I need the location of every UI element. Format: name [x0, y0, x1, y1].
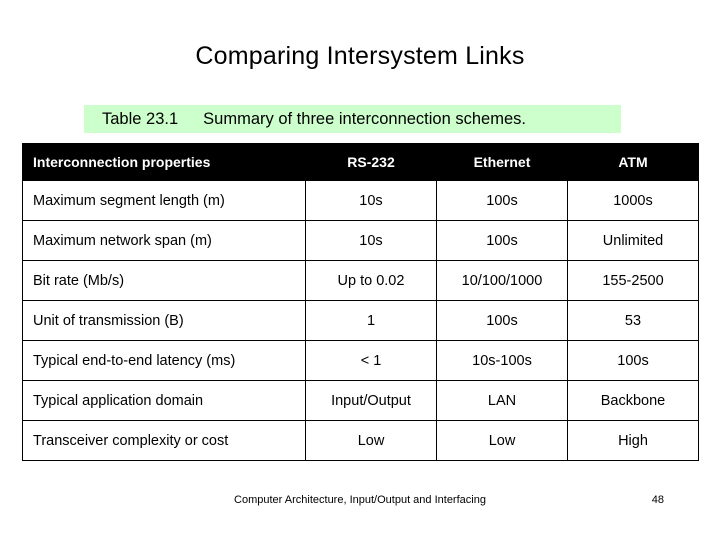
cell-rs232: 1 — [305, 300, 437, 341]
table-row: Transceiver complexity or cost Low Low H… — [22, 420, 699, 461]
column-header-rs232: RS-232 — [305, 143, 437, 181]
cell-property: Maximum segment length (m) — [22, 180, 306, 221]
cell-property: Transceiver complexity or cost — [22, 420, 306, 461]
cell-atm: High — [567, 420, 699, 461]
cell-property: Unit of transmission (B) — [22, 300, 306, 341]
cell-property: Bit rate (Mb/s) — [22, 260, 306, 301]
table-caption-band: Table 23.1 Summary of three interconnect… — [84, 105, 621, 133]
column-header-properties: Interconnection properties — [22, 143, 306, 181]
cell-ethernet: LAN — [436, 380, 568, 421]
cell-atm: 53 — [567, 300, 699, 341]
cell-ethernet: 100s — [436, 300, 568, 341]
cell-rs232: 10s — [305, 220, 437, 261]
footer-page-number: 48 — [651, 494, 664, 506]
footer-text: Computer Architecture, Input/Output and … — [234, 494, 486, 506]
table-row: Maximum segment length (m) 10s 100s 1000… — [22, 180, 699, 221]
cell-property: Typical end-to-end latency (ms) — [22, 340, 306, 381]
comparison-table: Interconnection properties RS-232 Ethern… — [22, 143, 699, 461]
table-row: Unit of transmission (B) 1 100s 53 — [22, 300, 699, 341]
cell-rs232: < 1 — [305, 340, 437, 381]
column-header-ethernet: Ethernet — [436, 143, 568, 181]
table-caption-label: Table 23.1 — [102, 109, 179, 128]
table-caption-text: Summary of three interconnection schemes… — [203, 109, 526, 128]
table-row: Typical application domain Input/Output … — [22, 380, 699, 421]
cell-atm: 100s — [567, 340, 699, 381]
table-row: Maximum network span (m) 10s 100s Unlimi… — [22, 220, 699, 261]
cell-ethernet: Low — [436, 420, 568, 461]
cell-ethernet: 10s-100s — [436, 340, 568, 381]
cell-rs232: Low — [305, 420, 437, 461]
cell-property: Maximum network span (m) — [22, 220, 306, 261]
cell-property: Typical application domain — [22, 380, 306, 421]
table-body: Maximum segment length (m) 10s 100s 1000… — [22, 180, 699, 461]
cell-ethernet: 100s — [436, 220, 568, 261]
cell-ethernet: 10/100/1000 — [436, 260, 568, 301]
cell-atm: 1000s — [567, 180, 699, 221]
cell-atm: Backbone — [567, 380, 699, 421]
cell-rs232: Up to 0.02 — [305, 260, 437, 301]
cell-atm: 155-2500 — [567, 260, 699, 301]
column-header-atm: ATM — [567, 143, 699, 181]
table-row: Bit rate (Mb/s) Up to 0.02 10/100/1000 1… — [22, 260, 699, 301]
cell-atm: Unlimited — [567, 220, 699, 261]
cell-rs232: 10s — [305, 180, 437, 221]
comparison-table-wrap: Interconnection properties RS-232 Ethern… — [22, 143, 699, 461]
table-row: Typical end-to-end latency (ms) < 1 10s-… — [22, 340, 699, 381]
page-title: Comparing Intersystem Links — [195, 42, 525, 70]
table-header: Interconnection properties RS-232 Ethern… — [22, 143, 699, 181]
cell-ethernet: 100s — [436, 180, 568, 221]
table-header-row: Interconnection properties RS-232 Ethern… — [22, 143, 699, 181]
cell-rs232: Input/Output — [305, 380, 437, 421]
